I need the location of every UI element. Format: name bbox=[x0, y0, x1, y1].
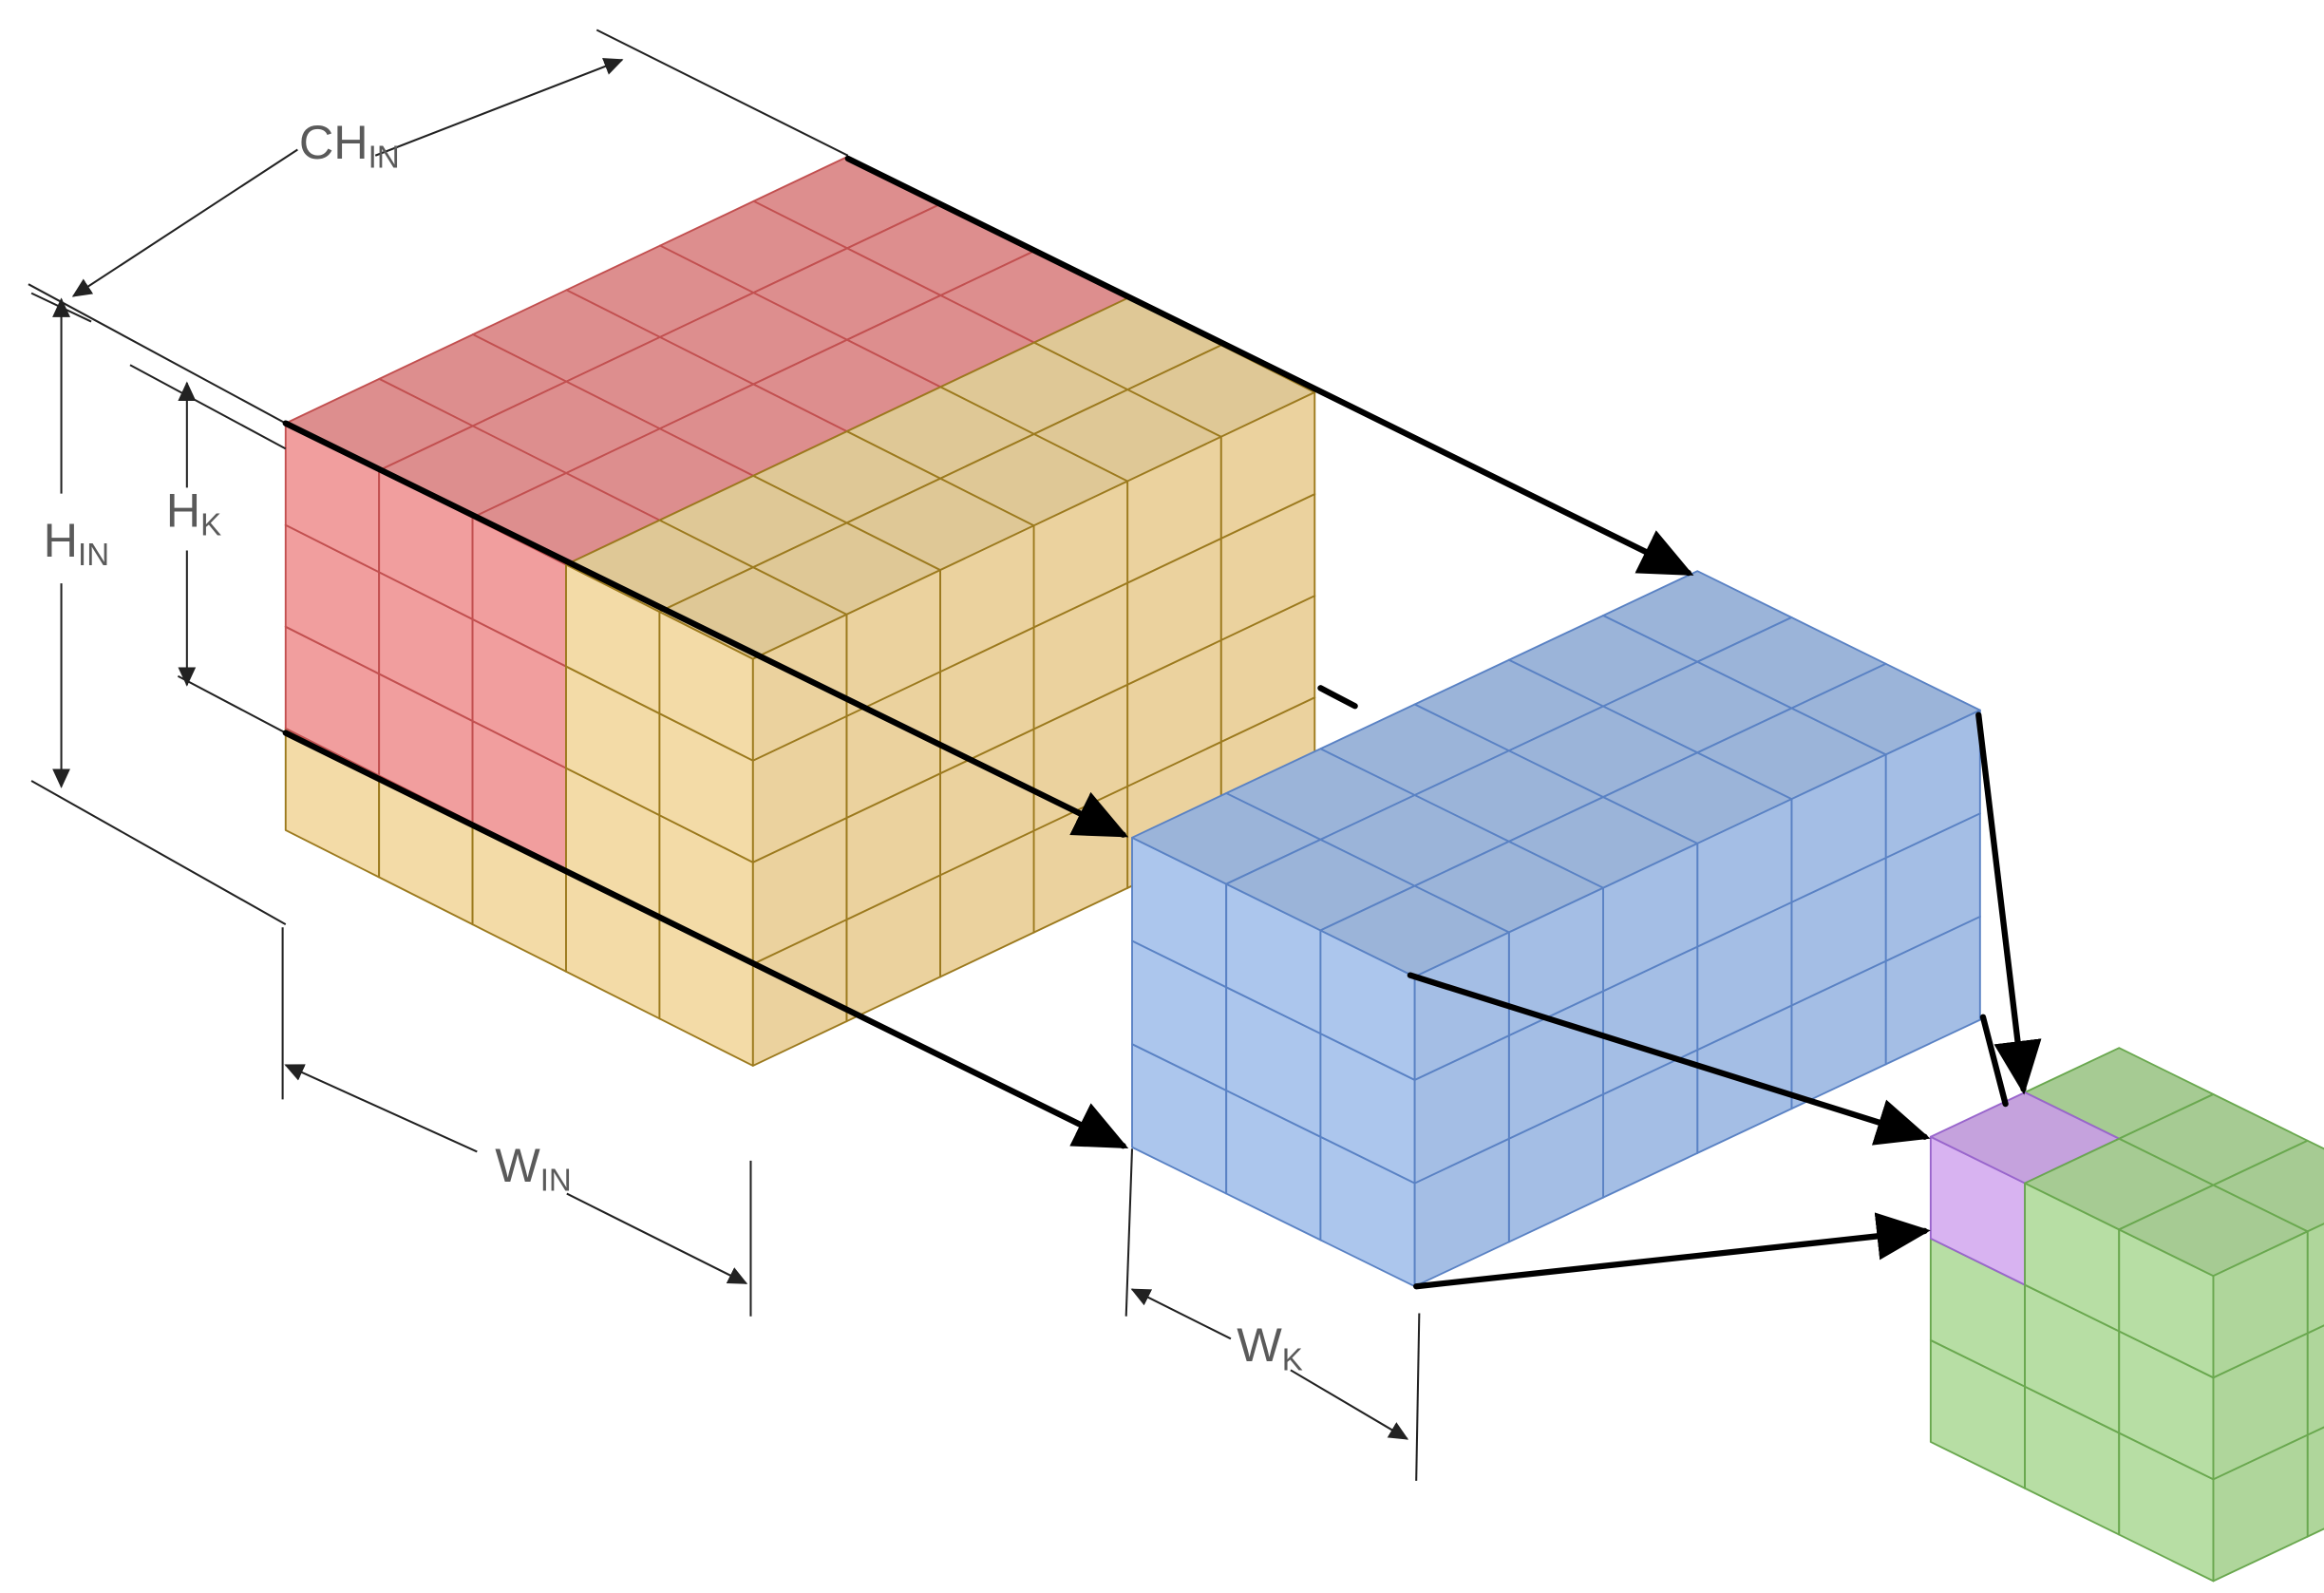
h-k-label-sub: K bbox=[200, 508, 221, 543]
arrow-kernel-edge-to-output bbox=[1979, 1014, 2009, 1108]
w-in-label: WIN bbox=[495, 1138, 572, 1198]
h-k-label-main: H bbox=[166, 483, 200, 537]
w-in-arrow-left bbox=[284, 1064, 478, 1153]
w-k-label-sub: K bbox=[1282, 1342, 1303, 1377]
ch-in-arrow-right bbox=[374, 58, 624, 157]
h-k-label: HK bbox=[166, 483, 221, 542]
w-k-extension-left bbox=[1124, 1148, 1134, 1317]
arrow-kernel-center-to-output bbox=[1407, 972, 1931, 1146]
ch-in-label-sub: IN bbox=[368, 140, 400, 175]
w-in-arrow-right bbox=[566, 1192, 748, 1284]
w-k-extension-right bbox=[1415, 1313, 1421, 1481]
w-k-label-main: W bbox=[1237, 1318, 1282, 1372]
input-tensor bbox=[284, 156, 1316, 1067]
input-cube-side-face bbox=[751, 613, 848, 762]
arrow-input-low-to-kernel bbox=[282, 730, 1129, 1149]
kernel-cube-side-face bbox=[1413, 931, 1510, 1081]
h-in-label-sub: IN bbox=[78, 538, 109, 573]
w-in-label-main: W bbox=[495, 1138, 540, 1192]
kernel-cube bbox=[1319, 884, 1510, 1081]
h-k-extension-bottom bbox=[177, 674, 287, 734]
w-in-label-sub: IN bbox=[540, 1163, 572, 1198]
ch-in-label-main: CH bbox=[299, 115, 368, 169]
arrow-input-side-to-kernel bbox=[1317, 685, 1358, 710]
h-in-label: HIN bbox=[44, 513, 109, 573]
dimension-labels: CHIN HIN HK WIN WK bbox=[44, 115, 1303, 1377]
h-in-label-main: H bbox=[44, 513, 78, 567]
arrow-kernel-bottom-to-output bbox=[1413, 1212, 1931, 1290]
ch-in-extension-left bbox=[28, 283, 287, 425]
output-tensor bbox=[1929, 1047, 2324, 1583]
dimension-lines bbox=[28, 28, 1421, 1481]
arrow-input-mid-to-kernel bbox=[282, 420, 1129, 838]
w-k-arrow-right bbox=[1290, 1369, 1409, 1440]
output-cube-side-face bbox=[2212, 1230, 2309, 1379]
h-in-extension-bottom bbox=[30, 780, 287, 926]
input-cube bbox=[658, 566, 848, 762]
w-k-label: WK bbox=[1237, 1318, 1303, 1377]
ch-in-label: CHIN bbox=[299, 115, 400, 175]
arrow-kernel-right-to-output bbox=[1975, 711, 2042, 1095]
output-cube bbox=[2118, 1184, 2309, 1379]
mapping-arrows bbox=[282, 155, 2042, 1290]
ch-in-arrow-left bbox=[71, 148, 298, 297]
w-k-arrow-left bbox=[1130, 1288, 1232, 1340]
arrow-input-top-to-kernel bbox=[844, 155, 1694, 577]
h-k-extension-top bbox=[129, 364, 287, 450]
ch-in-extension-top bbox=[595, 28, 849, 157]
